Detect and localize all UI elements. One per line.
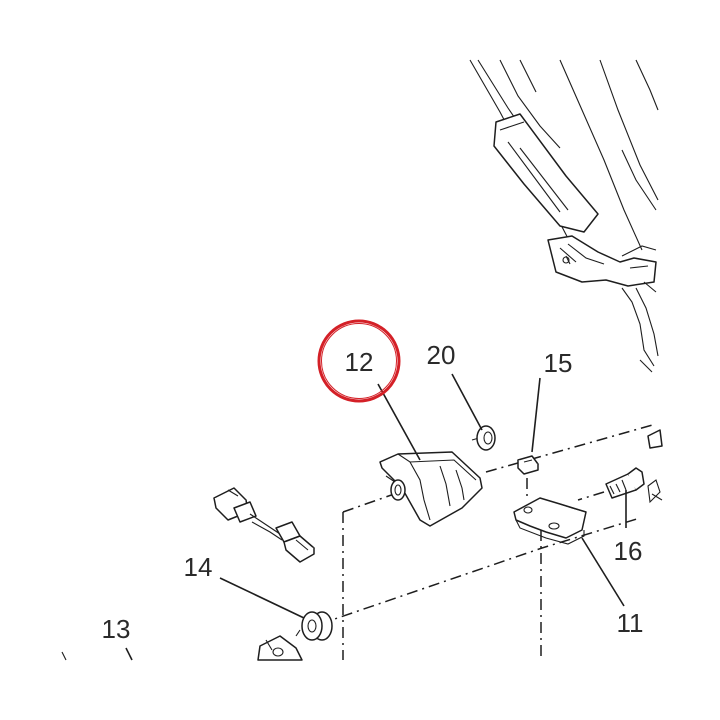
part-14-grommet (295, 611, 333, 641)
lower-diagonal-centerline (319, 517, 641, 625)
callout-13: 13 (102, 614, 131, 644)
callout-16: 16 (614, 536, 643, 566)
part-13-mount (61, 635, 303, 661)
leader-15 (531, 377, 541, 453)
callout-15: 15 (544, 348, 573, 378)
screw-axis-16 (577, 491, 605, 501)
callout-20: 20 (427, 340, 456, 370)
callout-14: 14 (184, 552, 213, 582)
part-16-screw (605, 467, 645, 499)
callout-12: 12 (345, 347, 374, 377)
leader-20 (451, 373, 483, 431)
highlight-circle-12 (317, 319, 401, 403)
wire-harness (213, 487, 315, 563)
long-diagonal-centerline (485, 423, 657, 473)
leader-11 (581, 537, 625, 607)
right-edge-parts (647, 429, 663, 504)
leader-13 (125, 647, 133, 661)
callout-labels: 12 20 15 14 16 13 11 (102, 340, 644, 644)
part-12-cover (379, 451, 483, 527)
leader-lines (125, 373, 627, 661)
part-11-bracket (513, 497, 587, 545)
leader-14 (219, 577, 305, 619)
part-20-clip (471, 425, 496, 451)
upper-diagonal-centerline (342, 491, 401, 513)
upper-assembly (469, 59, 659, 373)
centerline-group (319, 423, 657, 660)
part-15-screw (517, 455, 539, 475)
leader-12 (377, 383, 421, 461)
callout-11: 11 (617, 608, 644, 638)
